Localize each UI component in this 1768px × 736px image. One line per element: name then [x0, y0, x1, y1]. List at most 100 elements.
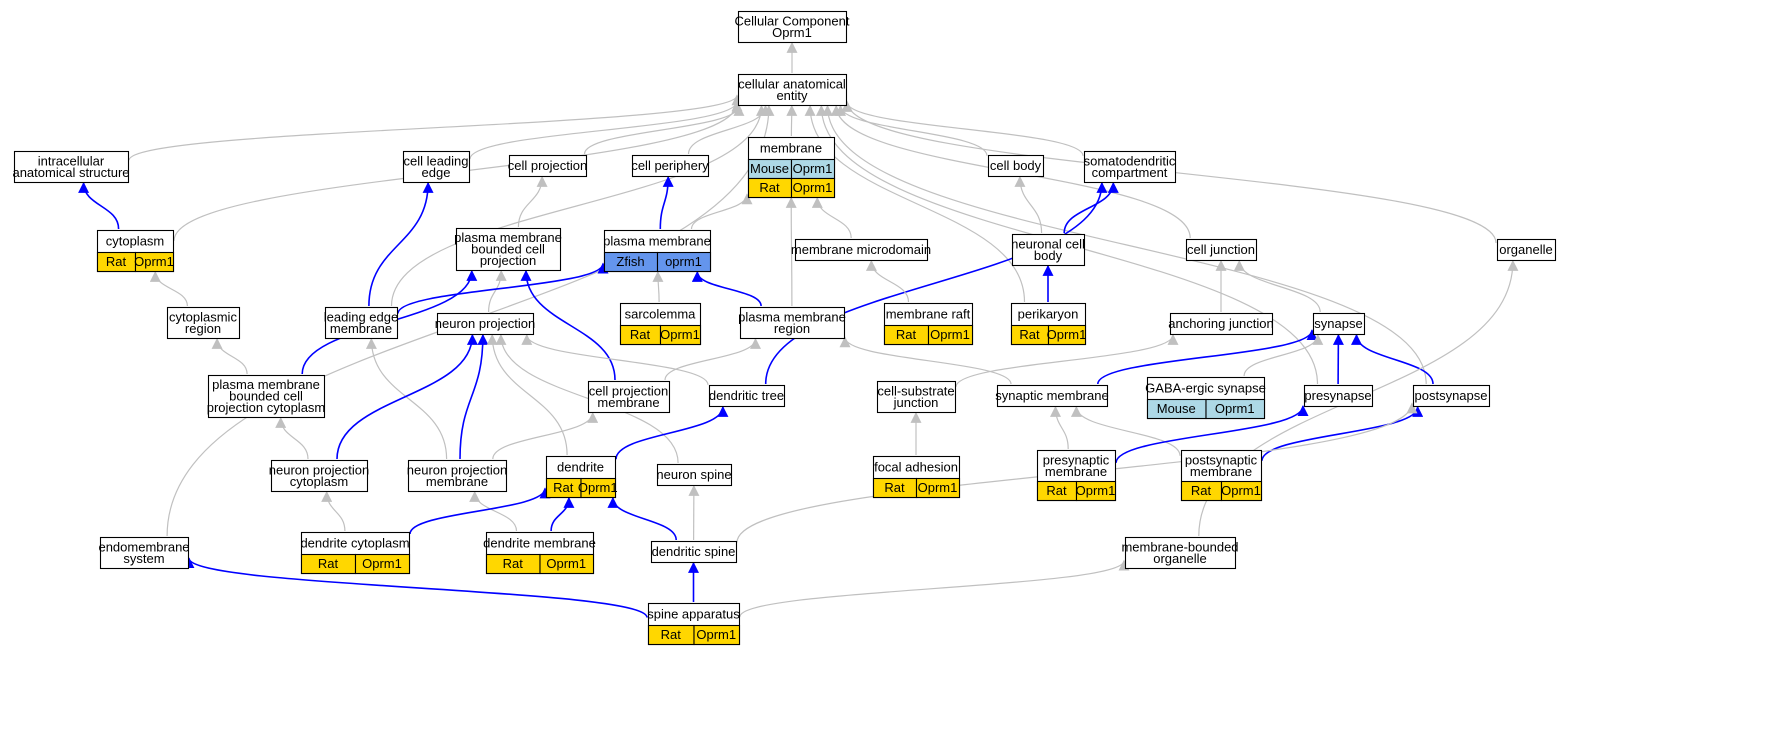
- node-label: cell body: [990, 158, 1042, 173]
- node-label: projection cytoplasm: [207, 400, 326, 415]
- node-label: synaptic membrane: [995, 388, 1108, 403]
- node-box: [1083, 150, 1177, 184]
- node-label: organelle: [1153, 551, 1207, 566]
- gene-tag-cell: [354, 553, 411, 575]
- edge-syn-to-cj: [1233, 259, 1321, 313]
- node-label: dendrite cytoplasm: [300, 536, 409, 551]
- node-label: membrane: [760, 141, 822, 156]
- node-dtree: dendritic tree: [708, 384, 786, 408]
- edge-csj-to-aj: [955, 333, 1179, 388]
- node-label: anchoring junction: [1168, 316, 1274, 331]
- species-label: Rat: [318, 556, 339, 571]
- gene-tag-cell: [693, 624, 741, 646]
- node-box: [270, 459, 369, 493]
- node-label: somatodendritic: [1084, 153, 1176, 168]
- gene-tag-cell: [1205, 398, 1266, 420]
- node-label: plasma membrane: [738, 309, 846, 324]
- node-label: membrane-bounded: [1121, 539, 1238, 554]
- edge-gaba-to-syn: [1243, 333, 1324, 377]
- node-label: neuronal cell: [1011, 236, 1085, 251]
- node-label: body: [1034, 248, 1063, 263]
- gene-label: Oprm1: [362, 556, 402, 571]
- node-label: neuron projection: [435, 316, 535, 331]
- node-label: cytoplasmic: [169, 309, 237, 324]
- species-label: Rat: [759, 180, 780, 195]
- node-label: postsynapse: [1415, 388, 1488, 403]
- node-nspine: neuron spine: [656, 463, 733, 487]
- node-label: membrane: [597, 395, 659, 410]
- species-label: Rat: [1046, 483, 1067, 498]
- edge-sapp-to-ems: [183, 557, 648, 618]
- edge-pmbcp-to-cproj: [517, 175, 548, 228]
- node-pre: presynapse: [1303, 384, 1374, 408]
- node-label: membrane: [1045, 464, 1107, 479]
- edge-npm-to-cpm: [492, 411, 599, 460]
- species-label: Rat: [630, 327, 651, 342]
- edge-cpm-to-pmr: [664, 337, 761, 381]
- node-label: anatomical structure: [12, 165, 129, 180]
- node-box: [402, 150, 471, 184]
- gene-label: Oprm1: [546, 556, 586, 571]
- node-label: presynaptic: [1043, 452, 1110, 467]
- node-label: bounded cell: [471, 242, 545, 257]
- node-label: sarcolemma: [625, 307, 697, 322]
- gene-label: Oprm1: [793, 161, 833, 176]
- node-cbody: cell body: [987, 154, 1045, 178]
- node-label: cell projection: [508, 158, 588, 173]
- edge-dcyto-to-npc: [321, 490, 346, 532]
- node-label: plasma membrane: [454, 230, 562, 245]
- edge-sapp-to-mbo: [739, 559, 1130, 617]
- edge-pm-to-cper: [659, 175, 674, 230]
- node-label: synapse: [1314, 316, 1362, 331]
- node-label: projection: [480, 253, 536, 268]
- node-label: dendritic spine: [652, 544, 736, 559]
- node-label: plasma membrane: [212, 377, 320, 392]
- node-box: [656, 463, 733, 487]
- node-synm: synaptic membrane: [995, 384, 1109, 408]
- node-box: [987, 154, 1045, 178]
- node-label: membrane: [1190, 464, 1252, 479]
- species-label: Mouse: [750, 161, 789, 176]
- edge-dtree-to-sdc: [764, 181, 1108, 385]
- edge-np-to-pmbcp: [488, 269, 507, 313]
- edge-mmd-to-mem: [811, 196, 852, 239]
- node-label: leading edge: [324, 309, 398, 324]
- edge-lem-to-cle: [368, 181, 434, 307]
- edge-prem-to-synm: [1050, 405, 1069, 450]
- node-box: [1303, 384, 1374, 408]
- gene-label: Oprm1: [134, 254, 174, 269]
- edge-mraft-to-mmd: [865, 259, 910, 303]
- edge-dmem-to-npm: [469, 490, 518, 532]
- edge-pmr-to-mem: [785, 196, 797, 307]
- edge-dtree-to-np: [521, 333, 709, 386]
- edge-cyto-to-ias: [78, 181, 120, 230]
- node-label: cell junction: [1187, 242, 1255, 257]
- gene-tag-cell: [1047, 324, 1087, 346]
- node-aj: anchoring junction: [1168, 312, 1274, 336]
- node-box: [587, 380, 671, 414]
- node-dspine: dendritic spine: [650, 540, 738, 564]
- node-box: [455, 227, 562, 272]
- edge-ncb-to-cbody: [1014, 175, 1043, 234]
- node-box: [708, 384, 786, 408]
- node-label: cellular anatomical: [738, 76, 846, 91]
- node-label: cell leading: [403, 153, 468, 168]
- node-label: region: [774, 321, 810, 336]
- node-box: [1169, 312, 1274, 336]
- edge-lem-to-pm: [397, 262, 609, 314]
